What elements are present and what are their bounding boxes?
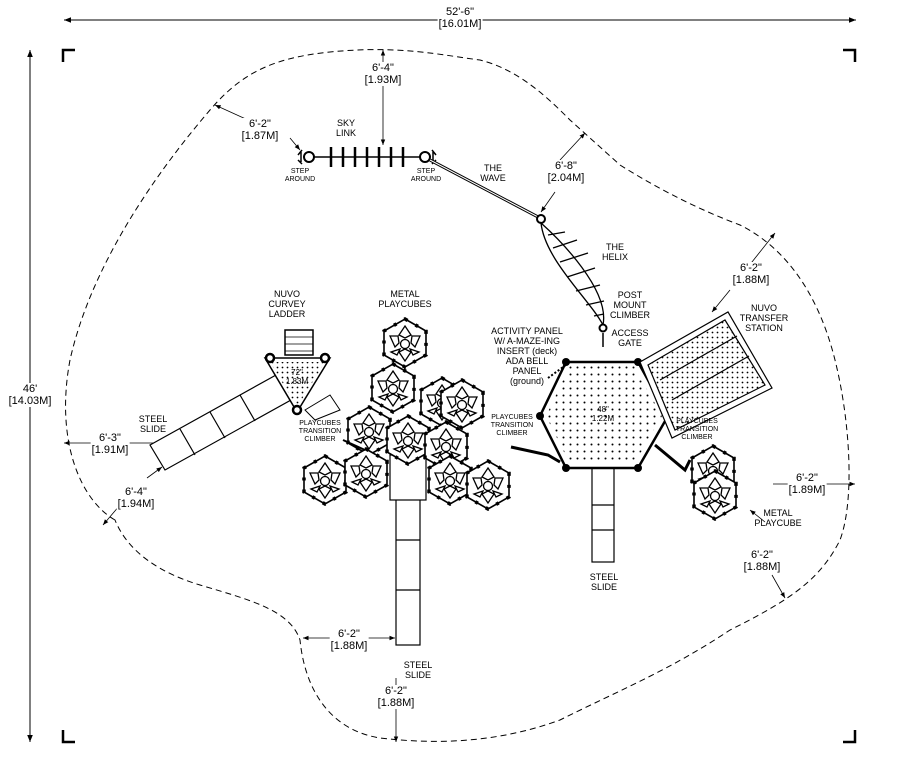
corner-marks	[61, 48, 857, 744]
skylink-span-label: 6'-4" [1.93M]	[363, 62, 403, 86]
metal-playcube-right	[690, 444, 738, 521]
post-mount-climber	[598, 323, 608, 333]
nuvo-transfer-station	[639, 311, 773, 439]
tri-deck	[263, 329, 341, 421]
nuvo-curvey-label: NUVO CURVEY LADDER	[268, 289, 306, 319]
transition-climber-mid-label: PLAYCUBES TRANSITION CLIMBER	[490, 414, 534, 437]
transition-climber-left-label: PLAYCUBES TRANSITION CLIMBER	[298, 420, 342, 443]
step-around-left-label: STEP AROUND	[284, 168, 316, 183]
hex-deck	[536, 358, 672, 472]
metal-playcube-label: METAL PLAYCUBE	[754, 508, 802, 528]
sky-link-label: SKY LINK	[335, 118, 357, 138]
cube-right-b-label: 6'-2" [1.88M]	[742, 549, 782, 573]
steel-slide-center	[389, 454, 427, 646]
step-around-right-label: STEP AROUND	[410, 168, 442, 183]
the-helix	[540, 221, 605, 327]
post-mount-climber-label: POST MOUNT CLIMBER	[609, 290, 651, 320]
overall-width-label: 52'-6" [16.01M]	[437, 6, 483, 30]
steel-slide-right	[591, 459, 615, 563]
the-wave-label: THE WAVE	[480, 163, 506, 183]
steel-slide-center-label: STEEL SLIDE	[403, 660, 433, 680]
sky-link	[297, 147, 437, 167]
tri-deck-height: 72" 1.83M	[285, 368, 309, 386]
slide-left-a-label: 6'-3" [1.91M]	[90, 432, 130, 456]
hex-deck-height: 48" 1.22M	[591, 405, 615, 423]
transfer-clear-label: 6'-2" [1.88M]	[731, 262, 771, 286]
slide-left-b-label: 6'-4" [1.94M]	[116, 486, 156, 510]
the-helix-label: THE HELIX	[601, 242, 629, 262]
steel-slide-right-label: STEEL SLIDE	[589, 572, 619, 592]
overall-depth-label: 46' [14.03M]	[7, 383, 53, 407]
nuvo-transfer-label: NUVO TRANSFER STATION	[739, 303, 789, 333]
center-slide-end-label: 6'-2" [1.88M]	[376, 685, 416, 709]
skylink-left-label: 6'-2" [1.87M]	[240, 118, 280, 142]
activity-panel-label: ACTIVITY PANEL W/ A-MAZE-ING INSERT (dec…	[491, 326, 563, 386]
transition-climber-mid	[510, 445, 561, 464]
steel-slide-left	[149, 369, 301, 471]
center-slide-side-label: 6'-2" [1.88M]	[329, 628, 369, 652]
transition-climber-right-label: PLAYCUBES TRANSITION CLIMBER	[675, 418, 719, 441]
use-zone-boundary	[65, 49, 850, 742]
metal-playcubes-label: METAL PLAYCUBES	[378, 289, 432, 309]
access-gate-label: ACCESS GATE	[611, 328, 649, 348]
steel-slide-left-label: STEEL SLIDE	[138, 414, 168, 434]
cube-right-label: 6'-2" [1.89M]	[787, 472, 827, 496]
wave-clear-label: 6'-8" [2.04M]	[546, 160, 586, 184]
transition-climber-left	[342, 439, 366, 451]
transition-climber-right	[654, 443, 692, 473]
